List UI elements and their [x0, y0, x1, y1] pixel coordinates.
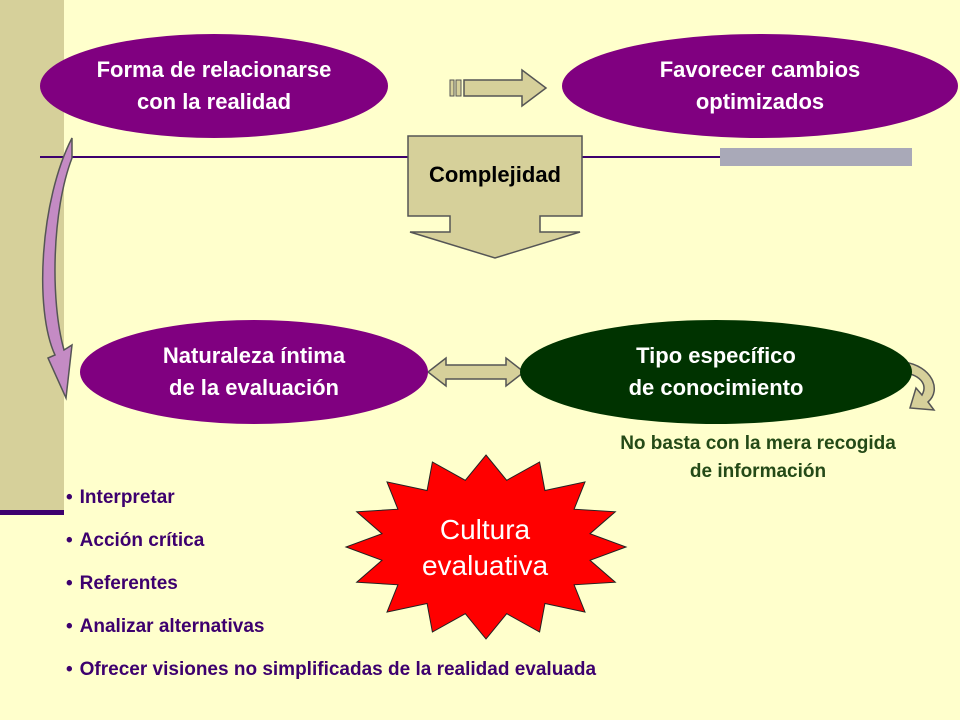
oval-favorecer-cambios: Favorecer cambios optimizados — [562, 34, 958, 138]
bullet-list: Interpretar Acción crítica Referentes An… — [66, 484, 596, 699]
oval-line: Naturaleza íntima — [162, 343, 346, 368]
note-line: de información — [689, 461, 827, 482]
oval-line: optimizados — [695, 89, 825, 114]
oval-line: con la realidad — [136, 89, 292, 114]
right-arrow-stripe-2 — [455, 79, 462, 97]
bullet-item: Analizar alternativas — [66, 613, 596, 656]
double-arrow — [426, 356, 526, 388]
oval-line: Favorecer cambios — [659, 57, 861, 82]
oval-line: de la evaluación — [169, 375, 339, 400]
left-decor-underline — [0, 510, 64, 515]
gray-accent-bar — [720, 148, 912, 166]
bullet-item: Interpretar — [66, 484, 596, 527]
oval-tipo-especifico: Tipo específico de conocimiento — [520, 320, 912, 424]
down-arrow-box — [407, 135, 583, 259]
oval-line: Forma de relacionarse — [96, 57, 332, 82]
right-arrow-stripe-1 — [449, 79, 455, 97]
note-recogida-informacion: No basta con la mera recogida de informa… — [566, 430, 950, 486]
oval-forma-relacionarse: Forma de relacionarse con la realidad — [40, 34, 388, 138]
oval-naturaleza-intima: Naturaleza íntima de la evaluación — [80, 320, 428, 424]
complejidad-label: Complejidad — [428, 162, 561, 187]
bullet-item: Ofrecer visiones no simplificadas de la … — [66, 656, 596, 699]
bullet-item: Referentes — [66, 570, 596, 613]
bullet-item: Acción crítica — [66, 527, 596, 570]
right-arrow — [463, 68, 548, 108]
curved-arrow-right — [898, 361, 936, 411]
note-line: No basta con la mera recogida — [620, 433, 896, 454]
curved-arrow-left — [41, 137, 73, 401]
oval-line: de conocimiento — [628, 375, 804, 400]
oval-line: Tipo específico — [636, 343, 796, 368]
